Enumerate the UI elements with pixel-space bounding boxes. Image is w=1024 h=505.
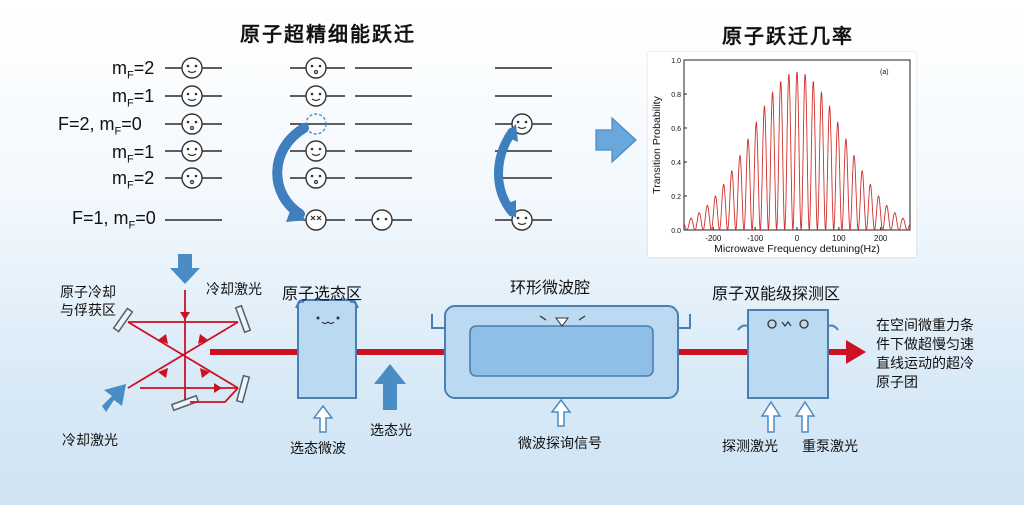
atom-eyes-column-1 bbox=[186, 64, 198, 178]
cooling-laser-label-top: 冷却激光 bbox=[206, 282, 262, 298]
level-label-f1-mf0: F=1, mF=0 bbox=[72, 208, 156, 232]
microwave-probe-arrow bbox=[550, 398, 572, 427]
y-tick-label: 0.0 bbox=[671, 228, 681, 235]
note-line-3: 直线运动的超冷 bbox=[876, 356, 974, 372]
y-axis-label: Transition Probability bbox=[651, 95, 663, 193]
chart-svg: -200 -100 0 100 200 0.0 0.2 0.4 0.6 0.8 1.0Microwa… bbox=[651, 58, 911, 255]
y-tick-label: 0.8 bbox=[671, 92, 681, 99]
y-tick-label: 1.0 bbox=[671, 58, 681, 65]
atoms-column-1 bbox=[181, 57, 203, 189]
repump-laser-arrow bbox=[794, 400, 816, 433]
cooling-laser-arrow-top bbox=[170, 254, 200, 284]
note-line-1: 在空间微重力条 bbox=[876, 318, 974, 334]
trap-beams bbox=[127, 290, 239, 403]
trap-zone-label-line2: 与俘获区 bbox=[60, 303, 116, 319]
state-select-microwave-arrow bbox=[312, 404, 334, 433]
trap-mirrors bbox=[112, 304, 252, 412]
x-axis-label: Microwave Frequency detuning(Hz) bbox=[714, 243, 880, 255]
x-tick-label: -100 bbox=[747, 234, 764, 243]
atom-column-4-upper bbox=[511, 113, 533, 135]
panel-label: (a) bbox=[880, 69, 889, 76]
atom-column-4-lower bbox=[511, 209, 533, 231]
state-select-microwave-label: 选态微波 bbox=[290, 441, 346, 457]
trap-zone-label-line1: 原子冷却 bbox=[60, 285, 116, 301]
level-label-mf2-top: mF=2 bbox=[112, 58, 155, 82]
detection-box bbox=[737, 309, 839, 399]
chart-plot-area bbox=[683, 59, 911, 231]
x-tick-label: -200 bbox=[705, 234, 722, 243]
note-line-2: 件下做超慢匀速 bbox=[876, 337, 974, 353]
state-select-light-label: 选态光 bbox=[370, 423, 412, 439]
x-tick-label: 100 bbox=[832, 234, 846, 243]
microwave-probe-label: 微波探询信号 bbox=[518, 436, 602, 452]
hyperfine-title: 原子超精细能跃迁 bbox=[240, 22, 416, 46]
transition-arrow-bidirectional bbox=[494, 127, 517, 217]
level-label-f2-mf0: F=2, mF=0 bbox=[58, 114, 142, 138]
probability-title: 原子跃迁几率 bbox=[722, 24, 854, 48]
atom-beam-arrowhead bbox=[846, 340, 866, 364]
state-select-light-arrow bbox=[374, 364, 406, 410]
atom-column-3 bbox=[371, 209, 393, 231]
y-tick-label: 0.6 bbox=[671, 126, 681, 133]
probe-laser-arrow bbox=[760, 400, 782, 433]
note-line-4: 原子团 bbox=[876, 375, 918, 391]
y-tick-label: 0.4 bbox=[671, 160, 681, 167]
detection-zone-label: 原子双能级探测区 bbox=[712, 284, 841, 303]
level-label-mf2-bottom: mF=2 bbox=[112, 168, 155, 192]
ring-cavity-label: 环形微波腔 bbox=[510, 278, 591, 297]
level-label-mf1-bottom: mF=1 bbox=[112, 142, 155, 166]
y-tick-label: 0.2 bbox=[671, 194, 681, 201]
cooling-laser-label-bottom: 冷却激光 bbox=[62, 433, 118, 449]
energy-levels bbox=[165, 67, 552, 221]
repump-laser-label: 重泵激光 bbox=[802, 439, 858, 455]
x-tick-label: 200 bbox=[874, 234, 888, 243]
transition-arrow-down bbox=[272, 123, 309, 219]
x-tick-label: 0 bbox=[795, 234, 800, 243]
microwave-cavity bbox=[431, 305, 691, 399]
probe-laser-label: 探测激光 bbox=[722, 439, 778, 455]
ramsey-fringe-curve bbox=[683, 71, 911, 232]
state-select-zone-label: 原子选态区 bbox=[282, 284, 363, 303]
to-chart-arrow bbox=[595, 116, 637, 164]
atoms-column-2 bbox=[305, 57, 327, 231]
state-select-box bbox=[295, 299, 359, 399]
cooling-laser-arrow-bottom bbox=[102, 384, 126, 412]
level-label-mf1-top: mF=1 bbox=[112, 86, 155, 110]
